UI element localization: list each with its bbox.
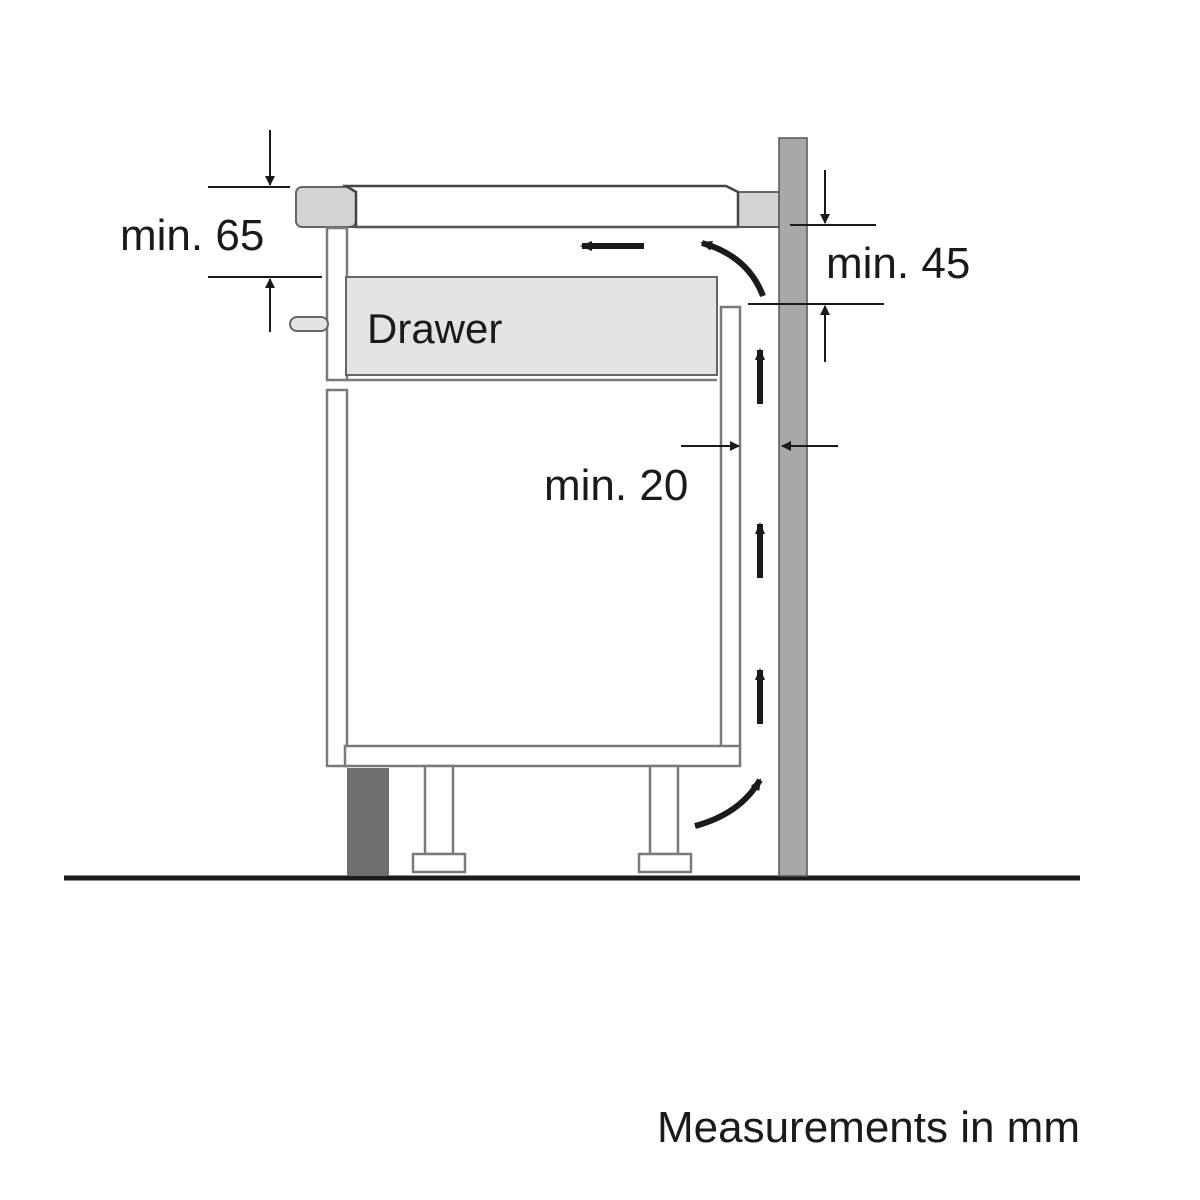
cabinet-leg-right-foot <box>637 852 693 874</box>
cabinet-leg-left <box>423 764 455 856</box>
dimension-min-20: min. 20 <box>544 441 838 510</box>
airflow-curve-bottom <box>694 778 763 829</box>
plinth <box>347 768 389 876</box>
airflow-arrows <box>580 240 766 829</box>
hob-glass <box>341 184 740 229</box>
cabinet-leg-right <box>648 764 680 856</box>
airflow-curve-top <box>700 240 766 298</box>
cabinet-front-upper <box>325 226 349 382</box>
cabinet-bottom-shelf <box>343 744 742 768</box>
dimension-min-45: min. 45 <box>748 170 970 362</box>
drawer <box>345 276 718 376</box>
wall <box>778 137 808 877</box>
cabinet-leg-left-foot <box>411 852 467 874</box>
cabinet-back-panel <box>719 305 742 749</box>
label-min-20: min. 20 <box>544 461 688 510</box>
cabinet-left-side <box>325 388 349 768</box>
drawer-label: Drawer <box>367 305 502 352</box>
dimension-min-65: min. 65 <box>120 130 322 332</box>
label-min-45: min. 45 <box>826 239 970 288</box>
measurements-caption: Measurements in mm <box>657 1103 1080 1152</box>
label-min-65: min. 65 <box>120 211 264 260</box>
worktop-front <box>295 186 357 228</box>
drawer-knob <box>289 316 329 332</box>
